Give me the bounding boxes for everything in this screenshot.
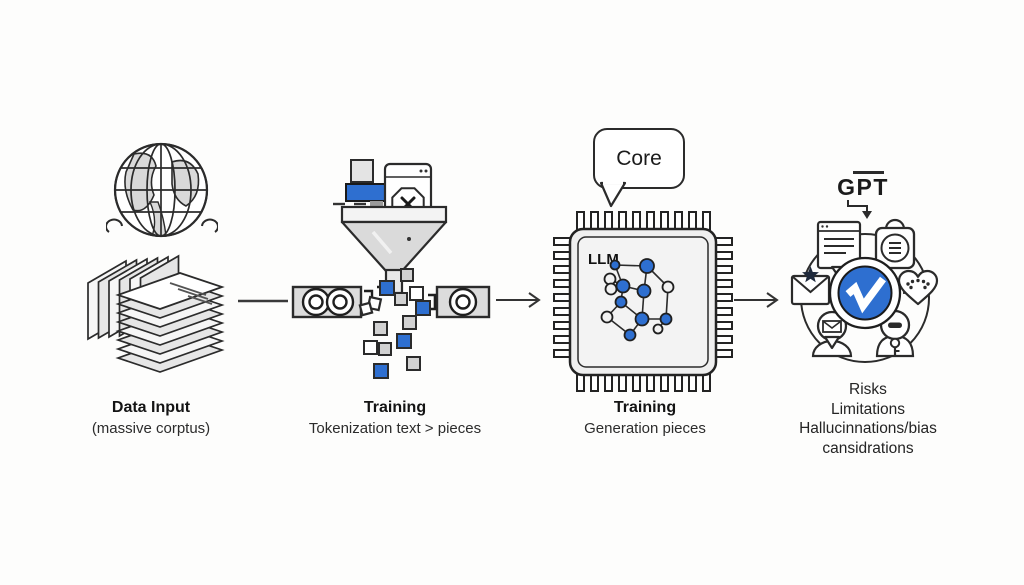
paper-stack-front [115, 272, 225, 373]
envelope-star-icon [790, 266, 831, 306]
core-speech-bubble: Core [593, 128, 685, 189]
risk-line-1: Risks [849, 381, 887, 398]
token-squares-icon [363, 268, 431, 379]
arrow-right-icon [734, 292, 779, 308]
stage3-title: Training [613, 399, 677, 416]
risks-text-block: Risks Limitations Hallucinnations/bias c… [773, 380, 963, 458]
speech-bubble-tail-icon [599, 181, 627, 208]
paper-stack-icon [87, 254, 225, 373]
chip-icon: LLM [553, 211, 733, 392]
globe-icon [106, 142, 218, 238]
heart-icon [897, 269, 939, 306]
network-nodes [600, 258, 675, 342]
blue-token-bar-icon [345, 183, 389, 202]
risk-line-4: cansidrations [822, 439, 914, 457]
arrow-right-icon [496, 292, 541, 308]
gpt-overline [853, 171, 884, 174]
core-label: Core [616, 146, 662, 170]
token-square-icon [350, 159, 374, 183]
stage1-title: Data Input [111, 399, 191, 416]
stage2-title: Training [363, 399, 427, 416]
pin-person-icon [811, 310, 853, 358]
check-circle-icon [828, 256, 902, 330]
output-icon-cluster [790, 218, 939, 363]
risk-line-3: Hallucinnations/bias [799, 420, 937, 437]
stage3-subtitle: Generation pieces [584, 420, 706, 437]
gpt-label: GPT [837, 174, 889, 200]
tokenization-graphic [291, 159, 491, 379]
connector-line [238, 299, 288, 303]
stage1-subtitle: (massive corptus) [91, 420, 211, 437]
badge-icon [874, 218, 916, 270]
chain-link-icon [291, 285, 491, 319]
elbow-arrow-icon [847, 200, 872, 219]
stage2-subtitle: Tokenization text > pieces [308, 420, 482, 437]
risk-line-2: Limitations [830, 400, 906, 418]
funnel-icon [340, 205, 448, 295]
